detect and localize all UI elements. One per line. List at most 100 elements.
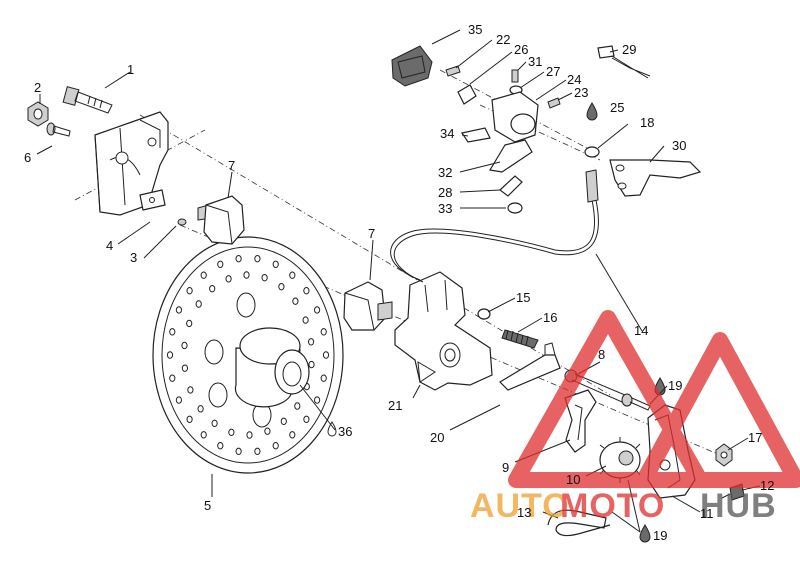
watermark-text-hub: HUB [700, 487, 777, 525]
disc-hole [228, 428, 235, 436]
small-screw [46, 122, 71, 137]
disc-hole [197, 405, 204, 413]
disc-hole [217, 442, 224, 450]
disc-hole [292, 297, 299, 305]
disc-hole [320, 374, 327, 382]
label-19a: 19 [668, 378, 682, 393]
disc-hole [187, 386, 194, 394]
disc-hole [186, 319, 193, 328]
label-26: 26 [514, 42, 528, 57]
label-30: 30 [672, 138, 686, 153]
label-32: 32 [438, 165, 452, 180]
label-25: 25 [610, 100, 624, 115]
disc-hole [195, 300, 202, 308]
screw [177, 218, 187, 226]
adjuster-gear [599, 437, 641, 483]
disc-hole [272, 260, 279, 268]
nut [27, 101, 49, 127]
brake-cable [390, 199, 599, 283]
disc-hole [225, 275, 232, 283]
disc-hole [235, 447, 242, 455]
label-36: 36 [338, 424, 352, 439]
disc-hole [246, 431, 253, 439]
label-22: 22 [496, 32, 510, 47]
watermark-text-auto: AUTO [470, 487, 570, 525]
label-28: 28 [438, 185, 452, 200]
label-34: 34 [440, 126, 454, 141]
disc-hole [200, 431, 207, 439]
brake-handle-assembly [391, 45, 702, 214]
disc-hole [294, 402, 301, 410]
spring [501, 329, 539, 349]
disc-hole [314, 396, 321, 404]
disc-hole [314, 306, 321, 314]
spring-clip [547, 509, 611, 537]
disc-hole [175, 396, 182, 404]
label-18: 18 [640, 115, 654, 130]
disc-hole [278, 283, 285, 291]
label-6: 6 [24, 150, 31, 165]
disc-hole [254, 255, 261, 263]
lock-nut [715, 443, 733, 467]
disc-hole [181, 341, 188, 350]
disc-hole [308, 338, 315, 346]
disc-hole [200, 271, 207, 279]
label-20: 20 [430, 430, 444, 445]
disc-hole [254, 447, 261, 455]
disc-hole [235, 255, 242, 263]
label-2: 2 [34, 80, 41, 95]
caliper-body [394, 271, 493, 391]
mounting-bracket [94, 111, 169, 216]
label-17: 17 [748, 430, 762, 445]
disc-hole [308, 360, 315, 369]
disc-hole [186, 415, 193, 423]
brake-pad-upper [197, 195, 245, 245]
label-1: 1 [127, 62, 134, 77]
hub-spacer [234, 327, 310, 408]
part-labels: 1 2 6 7 4 3 7 15 16 21 20 9 8 14 19 10 1… [24, 22, 774, 543]
label-9: 9 [502, 460, 509, 475]
label-5: 5 [204, 498, 211, 513]
disc-hole [169, 328, 176, 336]
leader-lines [36, 29, 761, 533]
disc-hole [289, 271, 296, 279]
label-7a: 7 [228, 158, 235, 173]
label-15: 15 [516, 290, 530, 305]
disc-hole [303, 287, 310, 295]
disc-hole [209, 285, 216, 293]
label-14: 14 [634, 323, 648, 338]
disc-hole [217, 260, 224, 268]
label-12: 12 [760, 478, 774, 493]
label-24: 24 [567, 72, 581, 87]
label-29: 29 [622, 42, 636, 57]
label-13: 13 [517, 505, 531, 520]
disc-hole [289, 431, 296, 439]
label-11: 11 [700, 506, 714, 521]
disc-hole [280, 417, 287, 425]
disc-hole [186, 287, 193, 295]
disc-hole [243, 271, 250, 279]
disc-hole [322, 351, 330, 359]
label-19b: 19 [653, 528, 667, 543]
brake-pad-lower [343, 281, 393, 331]
disc-hole [320, 328, 327, 336]
disc-hole [302, 316, 309, 324]
label-33: 33 [438, 201, 452, 216]
disc-hole [261, 274, 268, 282]
clip [139, 189, 166, 211]
disc-hole [175, 306, 182, 314]
disc-hole [211, 419, 218, 427]
disc-hole [166, 351, 174, 359]
bolt [62, 86, 113, 114]
watermark: AUTO MOTO HUB [470, 310, 800, 525]
disc-hole [169, 374, 176, 382]
disc-hole [264, 427, 271, 435]
washer [477, 308, 491, 320]
label-31: 31 [528, 54, 542, 69]
watermark-text-moto: MOTO [560, 487, 665, 525]
label-8: 8 [598, 347, 605, 362]
disc-hole [272, 442, 279, 450]
label-35: 35 [468, 22, 482, 37]
